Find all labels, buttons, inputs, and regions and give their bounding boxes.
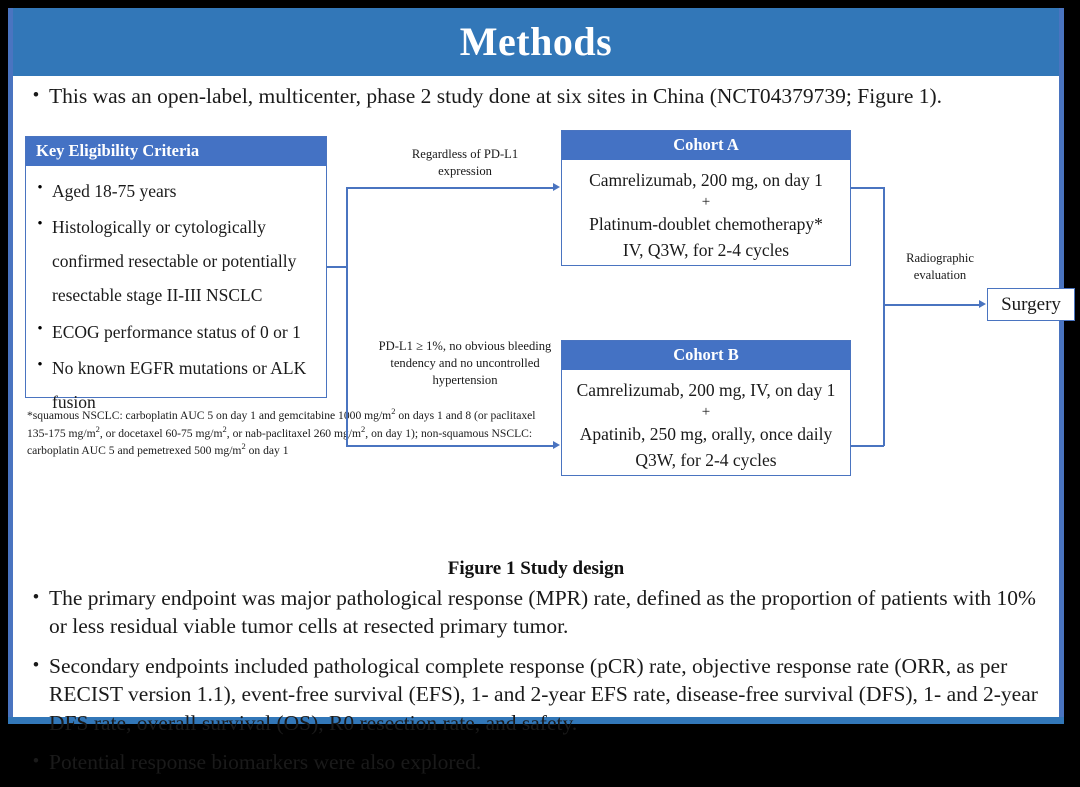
connector-merge-vertical — [883, 187, 885, 446]
bottom-accent-bar — [8, 717, 1064, 724]
cohort-a-line-3: IV, Q3W, for 2-4 cycles — [622, 240, 790, 261]
connector-to-cohort-a — [346, 187, 554, 189]
lead-bullet-text: This was an open-label, multicenter, pha… — [49, 84, 943, 108]
biomarkers-text: Potential response biomarkers were also … — [49, 749, 482, 774]
cohort-b-line-3: Q3W, for 2-4 cycles — [635, 450, 777, 471]
eligibility-item-text: Histologically or cytologically confirme… — [52, 217, 297, 306]
slide-canvas: Methods • This was an open-label, multic… — [8, 8, 1075, 774]
cohort-a-line-1: Camrelizumab, 200 mg, on day 1 — [589, 170, 823, 190]
left-accent-rail — [8, 8, 13, 724]
lead-bullet: • This was an open-label, multicenter, p… — [23, 82, 1053, 110]
surgery-box: Surgery — [987, 288, 1075, 321]
connector-cohort-b-out — [851, 445, 884, 447]
right-accent-rail — [1059, 8, 1064, 724]
figure-caption: Figure 1 Study design — [447, 558, 625, 579]
connector-elig-stub — [327, 266, 347, 268]
cohort-b-body: Camrelizumab, 200 mg, IV, on day 1 + Apa… — [562, 370, 850, 482]
chemotherapy-footnote: *squamous NSCLC: carboplatin AUC 5 on da… — [27, 406, 536, 457]
bullet-marker-icon: • — [32, 750, 40, 772]
eligibility-list: • Aged 18-75 years • Histologically or c… — [26, 166, 326, 419]
list-item: • Aged 18-75 years — [28, 174, 322, 208]
bullet-marker-icon: • — [37, 356, 43, 373]
list-item: • The primary endpoint was major patholo… — [23, 584, 1053, 641]
bullet-marker-icon: • — [37, 216, 43, 233]
study-design-diagram: Key Eligibility Criteria • Aged 18-75 ye… — [13, 124, 1075, 554]
annotation-pdl1-criteria: PD-L1 ≥ 1%, no obvious bleeding tendency… — [378, 339, 552, 387]
eligibility-item-text: Aged 18-75 years — [52, 181, 177, 201]
list-item: • Potential response biomarkers were als… — [23, 748, 1053, 776]
connector-split-vertical — [346, 187, 348, 446]
bullet-marker-icon: • — [32, 654, 40, 676]
cohort-b-header: Cohort B — [562, 341, 850, 370]
list-item: • Histologically or cytologically confir… — [28, 210, 322, 312]
page-title: Methods — [459, 19, 613, 64]
list-item: • Secondary endpoints included pathologi… — [23, 652, 1053, 737]
cohort-b-line-2: Apatinib, 250 mg, orally, once daily — [579, 423, 833, 444]
surgery-label: Surgery — [1001, 294, 1061, 315]
bullet-marker-icon: • — [32, 587, 40, 608]
eligibility-criteria-box: Key Eligibility Criteria • Aged 18-75 ye… — [25, 136, 327, 412]
cohort-b-plus: + — [701, 403, 711, 420]
bullet-marker-icon: • — [37, 180, 43, 196]
primary-endpoint-text: The primary endpoint was major pathologi… — [49, 586, 1036, 639]
connector-cohort-a-out — [851, 187, 884, 189]
arrow-to-cohort-b-icon — [553, 441, 560, 449]
bottom-bullet-list: • The primary endpoint was major patholo… — [23, 584, 1053, 787]
secondary-endpoints-text: Secondary endpoints included pathologica… — [49, 653, 1038, 735]
bullet-marker-icon: • — [37, 320, 43, 337]
connector-to-cohort-b — [346, 445, 554, 447]
cohort-a-body: Camrelizumab, 200 mg, on day 1 + Platinu… — [562, 160, 850, 272]
cohort-b-box: Cohort B Camrelizumab, 200 mg, IV, on da… — [561, 340, 851, 476]
cohort-a-header: Cohort A — [562, 131, 850, 160]
list-item: • ECOG performance status of 0 or 1 — [28, 315, 322, 349]
cohort-b-line-1: Camrelizumab, 200 mg, IV, on day 1 — [576, 380, 836, 400]
title-band: Methods — [13, 8, 1059, 76]
eligibility-header: Key Eligibility Criteria — [26, 137, 326, 166]
cohort-a-box: Cohort A Camrelizumab, 200 mg, on day 1 … — [561, 130, 851, 266]
bullet-marker-icon: • — [32, 85, 40, 106]
annotation-regardless-pdl1: Regardless of PD-L1 expression — [411, 147, 519, 178]
list-item: • No known EGFR mutations or ALK fusion — [28, 351, 322, 419]
arrow-to-cohort-a-icon — [553, 183, 560, 191]
eligibility-item-text: No known EGFR mutations or ALK fusion — [52, 357, 307, 412]
slide-content: • This was an open-label, multicenter, p… — [13, 76, 1075, 774]
annotation-radiographic-evaluation: Radiographic evaluation — [906, 251, 974, 282]
eligibility-item-text: ECOG performance status of 0 or 1 — [52, 321, 301, 342]
connector-to-surgery — [883, 304, 980, 306]
cohort-a-line-2: Platinum-doublet chemotherapy* — [589, 213, 823, 234]
cohort-a-plus: + — [701, 193, 711, 210]
arrow-to-surgery-icon — [979, 300, 986, 308]
